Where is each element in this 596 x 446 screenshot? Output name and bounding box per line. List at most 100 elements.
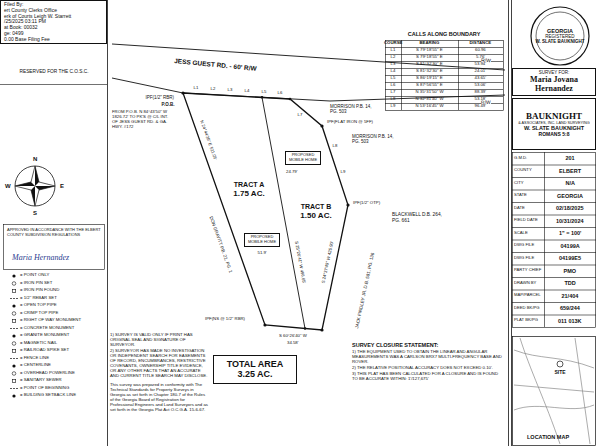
note-text: LOCATION MAP (527, 434, 569, 440)
node-text: REGISTERED (545, 34, 574, 39)
table-cell: S 81°32'30" E (416, 69, 443, 74)
note-text: 1) SURVEY IS VALID ONLY IF PRINT HAS ORI… (110, 333, 208, 348)
info-cell: 659/244 (560, 305, 580, 311)
table-cell: 53.94' (475, 62, 487, 67)
info-cell: 011 013K (558, 318, 582, 324)
info-table-grid (512, 152, 596, 328)
compass-star (15, 166, 55, 206)
iron-pin (320, 328, 323, 331)
note-text: W (5, 183, 11, 190)
note-text: E (60, 183, 64, 190)
plat-annotation: L4 (245, 89, 250, 94)
legend-symbol (10, 298, 18, 299)
legend-text: = OPEN TOP PIPE (20, 303, 57, 308)
info-cell: DRAWN BY (514, 281, 536, 286)
plat-annotation: BLACKWELL D.B. 264, PG. 661 (392, 212, 447, 223)
table-cell: N 32°31'40" W (416, 97, 444, 102)
note-text: RESERVED FOR THE C.O.S.C. (20, 69, 89, 75)
node-text: 3.25 AC. (237, 369, 272, 379)
node-text: 1.50 AC. (300, 211, 331, 220)
legend-text: = RIGHT OF WAY MONUMENT (20, 318, 81, 323)
plat-annotation: S 60°26'40" W (279, 334, 307, 339)
iron-pin (261, 96, 264, 99)
legend-text: = FENCE LINE (20, 356, 49, 361)
firm-logo: BAUKNIGHT& ASSOCIATES, INC. LAND SURVEYI… (512, 98, 596, 150)
table-cell: L9 (391, 104, 396, 109)
node-heading: PROPOSED MOBILE HOME (287, 153, 319, 162)
node-heading: CALLS ALONG BOUNDARY (408, 31, 481, 37)
legend-text: = IRON PIN SET (20, 281, 52, 286)
corner-pins (181, 91, 349, 331)
table-cell: L5 (391, 76, 396, 81)
map-road (514, 338, 594, 444)
seal-ring (531, 7, 589, 65)
info-cell: DWG FILE (514, 256, 534, 261)
legend-text: = CONCRETE MONUMENT (20, 326, 74, 331)
note-text: APPROVED IN ACCORDANCE WITH THE ELBERT C… (7, 228, 102, 237)
node-text: W. SLATE BAUKNIGHT (535, 39, 584, 44)
plat-annotation: N 24°44'36" E 511.05' (199, 120, 218, 161)
table-cell: 5.76' (476, 55, 485, 60)
site-marker (557, 361, 563, 367)
table-cell: L2 (391, 55, 396, 60)
legend-text: = BUILDING SETBACK LINE (20, 393, 76, 398)
plat-annotation: DON GRAVITT P.B. 21, PG. 1 (208, 215, 233, 273)
plat-annotation: S 24°37'40" W 425.90' (321, 240, 335, 283)
plat-annotation: FROM P.O.B. N 84°43'50" W 1826.72' TO PK… (112, 110, 174, 130)
legend-symbol (12, 274, 15, 277)
table-cell: L4 (391, 69, 396, 74)
table-cell: S 81°32'30" E (416, 62, 443, 67)
info-cell: STATE (514, 193, 527, 198)
property-boundary (183, 93, 348, 330)
table-cell: DISTANCE (470, 41, 492, 46)
legend-text: = CENTERLINE (20, 363, 51, 368)
map-border (513, 337, 596, 446)
table-cell: S 79°18'55" E (416, 55, 443, 60)
table-border (386, 41, 504, 111)
tract-label: TRACT B1.50 AC. (300, 203, 331, 220)
table-cell: 60.96 (475, 48, 486, 53)
compass-ring (15, 166, 55, 206)
calls-table-grid (385, 40, 504, 111)
plat-annotation: 24.79' (286, 170, 298, 175)
approval-box (4, 225, 105, 270)
node-heading: GEORGIA (547, 28, 573, 34)
node-text: ROMANS 5:8 (539, 132, 570, 138)
note-text: 3) THIS PLAT HAS BEEN CALCULATED FOR A C… (352, 372, 502, 382)
node-heading: TOTAL AREA (227, 359, 284, 369)
table-cell: 53.18' (475, 97, 487, 102)
info-cell: CITY (514, 181, 524, 186)
compass-star (15, 166, 55, 206)
tract-division-line (262, 97, 305, 328)
plat-annotation: 51.9' (258, 251, 267, 256)
plat-annotation: L9 (341, 170, 346, 175)
table-cell: 96.49' (475, 104, 487, 109)
legend-symbol (12, 342, 16, 346)
node-text: Maria Jovana Hernandez (515, 75, 593, 93)
info-cell: 10/31/2024 (556, 218, 584, 224)
legend-symbol (12, 312, 16, 316)
right-of-way-line (112, 44, 505, 70)
note-text: N (33, 156, 37, 163)
info-cell: 21/404 (562, 293, 579, 299)
note-text: This survey was prepared in conformity w… (110, 383, 208, 413)
table-cell: COURSE (384, 41, 402, 46)
node-heading: PROPOSED MOBILE HOME (246, 235, 278, 244)
info-cell: COUNTY (514, 168, 532, 173)
legend-symbols (10, 274, 18, 397)
node-text: & ASSOCIATES, INC. LAND SURVEYING (518, 121, 590, 125)
border-line (107, 0, 108, 446)
legend-text: = 1/2" REBAR SET (20, 296, 57, 301)
table-cell: L1 (391, 48, 396, 53)
table-rules (512, 152, 596, 327)
legend-symbol (10, 388, 18, 389)
iron-pin (320, 124, 323, 127)
legend-text: = POINT ONLY (20, 273, 49, 278)
legend-text: = SANITARY SEWER (20, 378, 62, 383)
legend-text: = POINT OF BEGINNING (20, 386, 69, 391)
legend-symbol (12, 372, 16, 376)
legend-symbol (12, 289, 15, 292)
info-cell: 201 (566, 155, 575, 161)
info-cell: PLAT BK/PG (514, 318, 538, 323)
